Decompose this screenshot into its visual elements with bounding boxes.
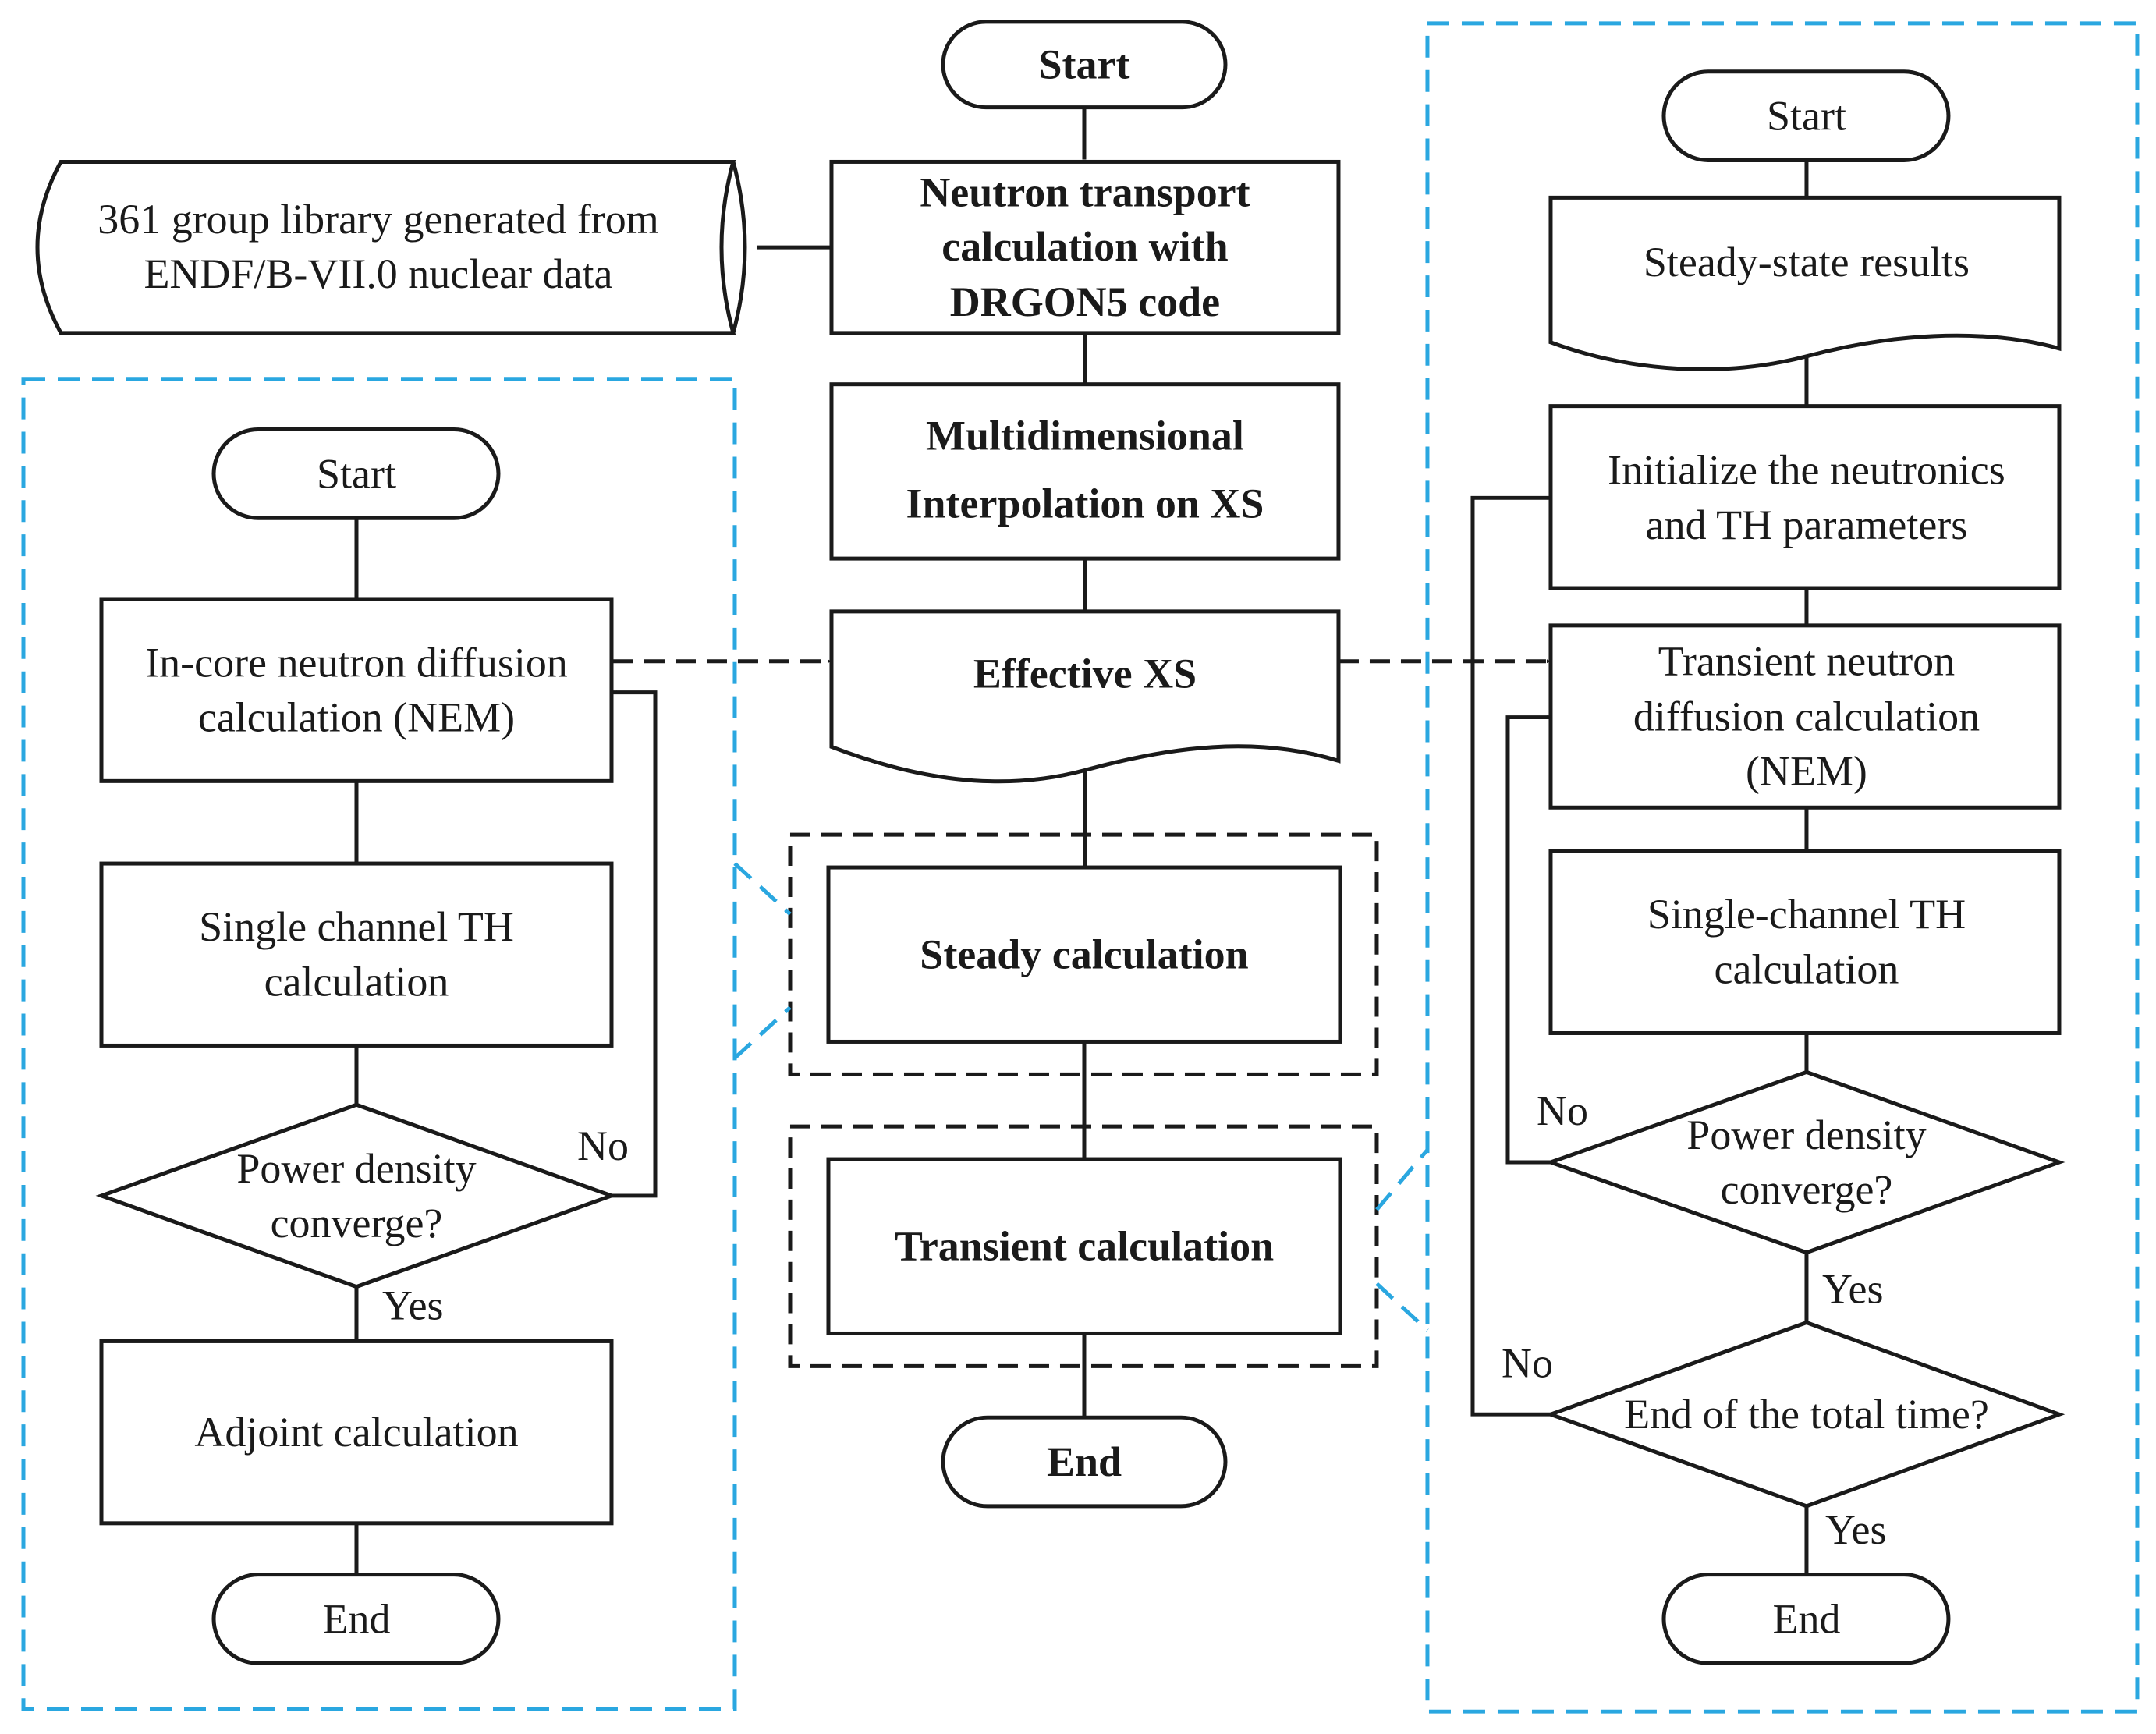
library-storage-shape bbox=[35, 159, 736, 335]
left-diffusion-label-line1: In-core neutron diffusion bbox=[145, 640, 568, 686]
right-decision1-label-line1: Power density bbox=[1686, 1112, 1926, 1158]
steady-label: Steady calculation bbox=[920, 931, 1248, 978]
transport-box bbox=[829, 159, 1341, 335]
right-results-document-shape bbox=[1548, 195, 2062, 371]
left-diffusion-label-line2: calculation (NEM) bbox=[198, 694, 515, 741]
left-decision-diamond bbox=[95, 1102, 618, 1289]
right-th-box bbox=[1548, 849, 2062, 1035]
transient-box bbox=[826, 1157, 1342, 1335]
right-results-label: Steady-state results bbox=[1644, 239, 1970, 285]
right-start-label: Start bbox=[1767, 93, 1846, 140]
right-th-label-line1: Single-channel TH bbox=[1647, 891, 1966, 938]
left-no-loop-arrow bbox=[611, 690, 658, 1198]
transient-callout-bottom bbox=[1375, 1282, 1429, 1332]
library-storage-edge bbox=[731, 161, 747, 334]
right-transient-label-line2: diffusion calculation bbox=[1633, 693, 1980, 740]
left-th-box bbox=[99, 861, 614, 1048]
right-decision1-diamond bbox=[1544, 1069, 2066, 1255]
left-end-terminal bbox=[211, 1573, 501, 1665]
left-group-border bbox=[21, 377, 737, 1711]
right-th-label-line2: calculation bbox=[1715, 946, 1899, 993]
right-decision2-label: End of the total time? bbox=[1624, 1391, 1989, 1438]
left-decision-label-line1: Power density bbox=[236, 1145, 476, 1192]
center-end-label: End bbox=[1047, 1438, 1122, 1485]
right-group-border bbox=[1425, 21, 2140, 1714]
center-start-terminal bbox=[941, 20, 1228, 110]
transient-label: Transient calculation bbox=[895, 1223, 1274, 1270]
right-init-label-line1: Initialize the neutronics bbox=[1608, 446, 2005, 493]
effxs-label: Effective XS bbox=[973, 651, 1197, 697]
left-th-label-line2: calculation bbox=[264, 959, 449, 1005]
interp-box bbox=[829, 382, 1341, 561]
right-transient-label-line1: Transient neutron bbox=[1658, 638, 1955, 685]
center-end-terminal bbox=[941, 1415, 1228, 1509]
library-label-line2: ENDF/B-VII.0 nuclear data bbox=[144, 250, 612, 297]
center-start-label: Start bbox=[1039, 41, 1130, 88]
right-decision1-label-line2: converge? bbox=[1721, 1166, 1893, 1213]
right-end-terminal bbox=[1661, 1573, 1951, 1665]
right-transient-box bbox=[1548, 623, 2062, 810]
effxs-document-shape bbox=[829, 609, 1341, 784]
right-yes2-label: Yes bbox=[1825, 1506, 1887, 1553]
right-no2-loop-arrow bbox=[1470, 495, 1551, 1417]
steady-box bbox=[826, 865, 1342, 1044]
transient-callout-top bbox=[1375, 1148, 1429, 1211]
left-adjoint-box bbox=[99, 1339, 614, 1526]
transport-label-line2: calculation with bbox=[941, 223, 1228, 270]
left-decision-label-line2: converge? bbox=[271, 1200, 443, 1246]
right-init-box bbox=[1548, 404, 2062, 590]
right-end-label: End bbox=[1772, 1596, 1840, 1643]
transport-label-line3: DRGON5 code bbox=[950, 278, 1220, 325]
left-adjoint-label: Adjoint calculation bbox=[194, 1409, 518, 1456]
left-diffusion-box bbox=[99, 597, 614, 783]
right-transient-label-line3: (NEM) bbox=[1746, 747, 1867, 794]
left-start-label: Start bbox=[317, 450, 396, 497]
transport-label-line1: Neutron transport bbox=[920, 168, 1250, 215]
library-label-line1: 361 group library generated from bbox=[98, 196, 659, 243]
right-init-label-line2: and TH parameters bbox=[1646, 502, 1968, 548]
steady-callout-bottom bbox=[733, 1005, 792, 1060]
steady-callout-top bbox=[733, 862, 792, 916]
left-end-label: End bbox=[323, 1596, 391, 1643]
left-th-label-line1: Single channel TH bbox=[199, 903, 514, 950]
right-yes1-label: Yes bbox=[1822, 1266, 1884, 1313]
left-yes-label: Yes bbox=[382, 1282, 444, 1329]
right-no1-label: No bbox=[1537, 1087, 1588, 1134]
left-no-label: No bbox=[577, 1122, 629, 1169]
interp-label-line2: Interpolation on XS bbox=[906, 480, 1264, 527]
interp-label-line1: Multidimensional bbox=[926, 413, 1244, 459]
right-no2-label: No bbox=[1502, 1339, 1553, 1386]
right-no1-loop-arrow bbox=[1505, 715, 1551, 1165]
